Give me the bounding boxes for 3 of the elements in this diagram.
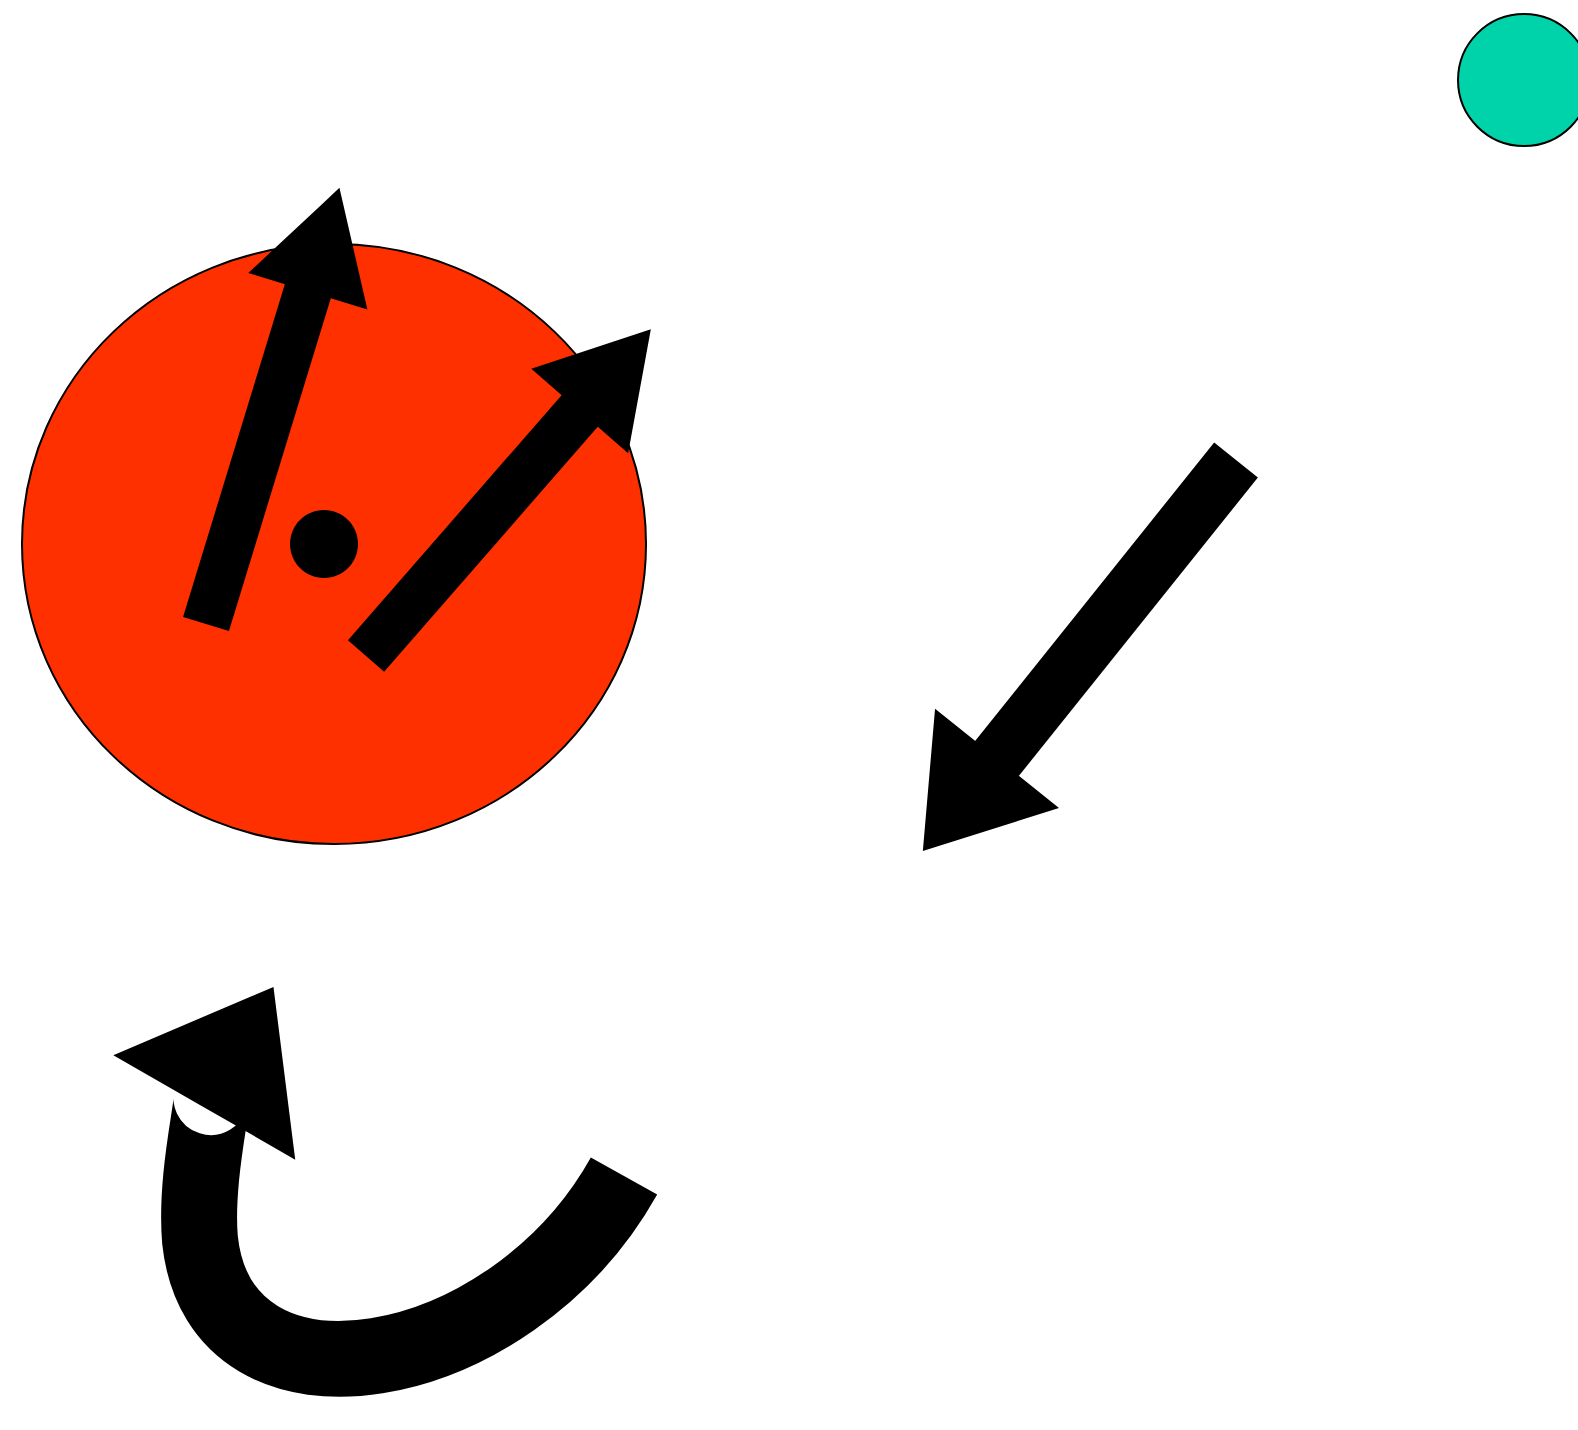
dot [290, 510, 358, 578]
circle [1457, 13, 1578, 147]
circle [21, 243, 647, 845]
